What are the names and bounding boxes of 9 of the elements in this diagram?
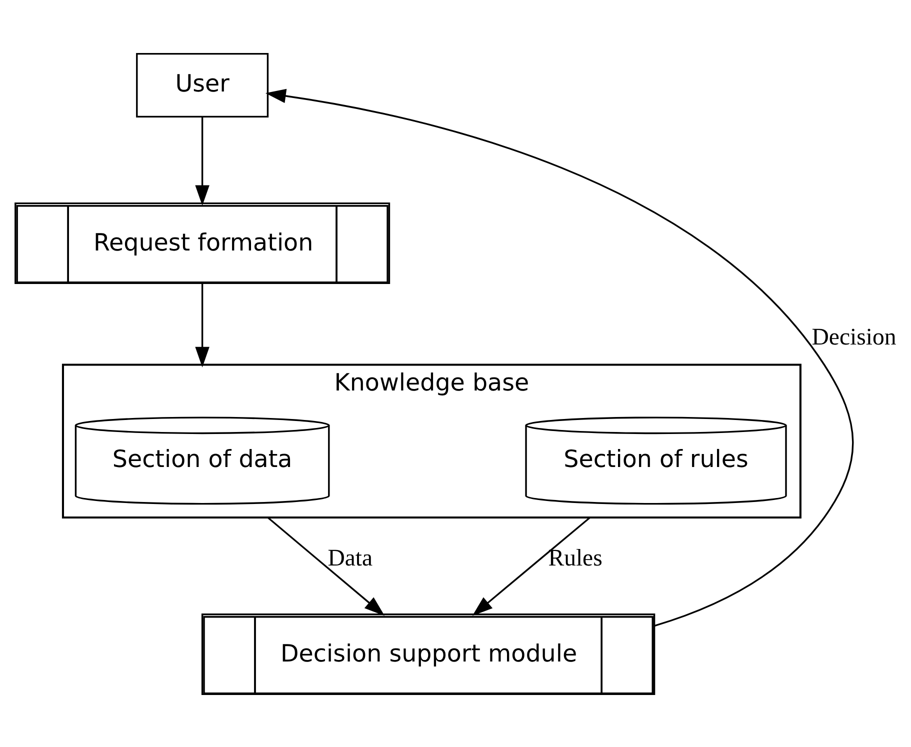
arrow <box>267 516 385 616</box>
arrow <box>472 516 591 616</box>
node-box: User <box>136 52 269 118</box>
arrow <box>265 88 854 626</box>
edge-label: Rules <box>548 544 602 571</box>
edge-label: Data <box>328 544 373 571</box>
arrow <box>195 116 210 206</box>
arrow <box>195 282 210 367</box>
edge-label: Decision <box>812 324 896 350</box>
